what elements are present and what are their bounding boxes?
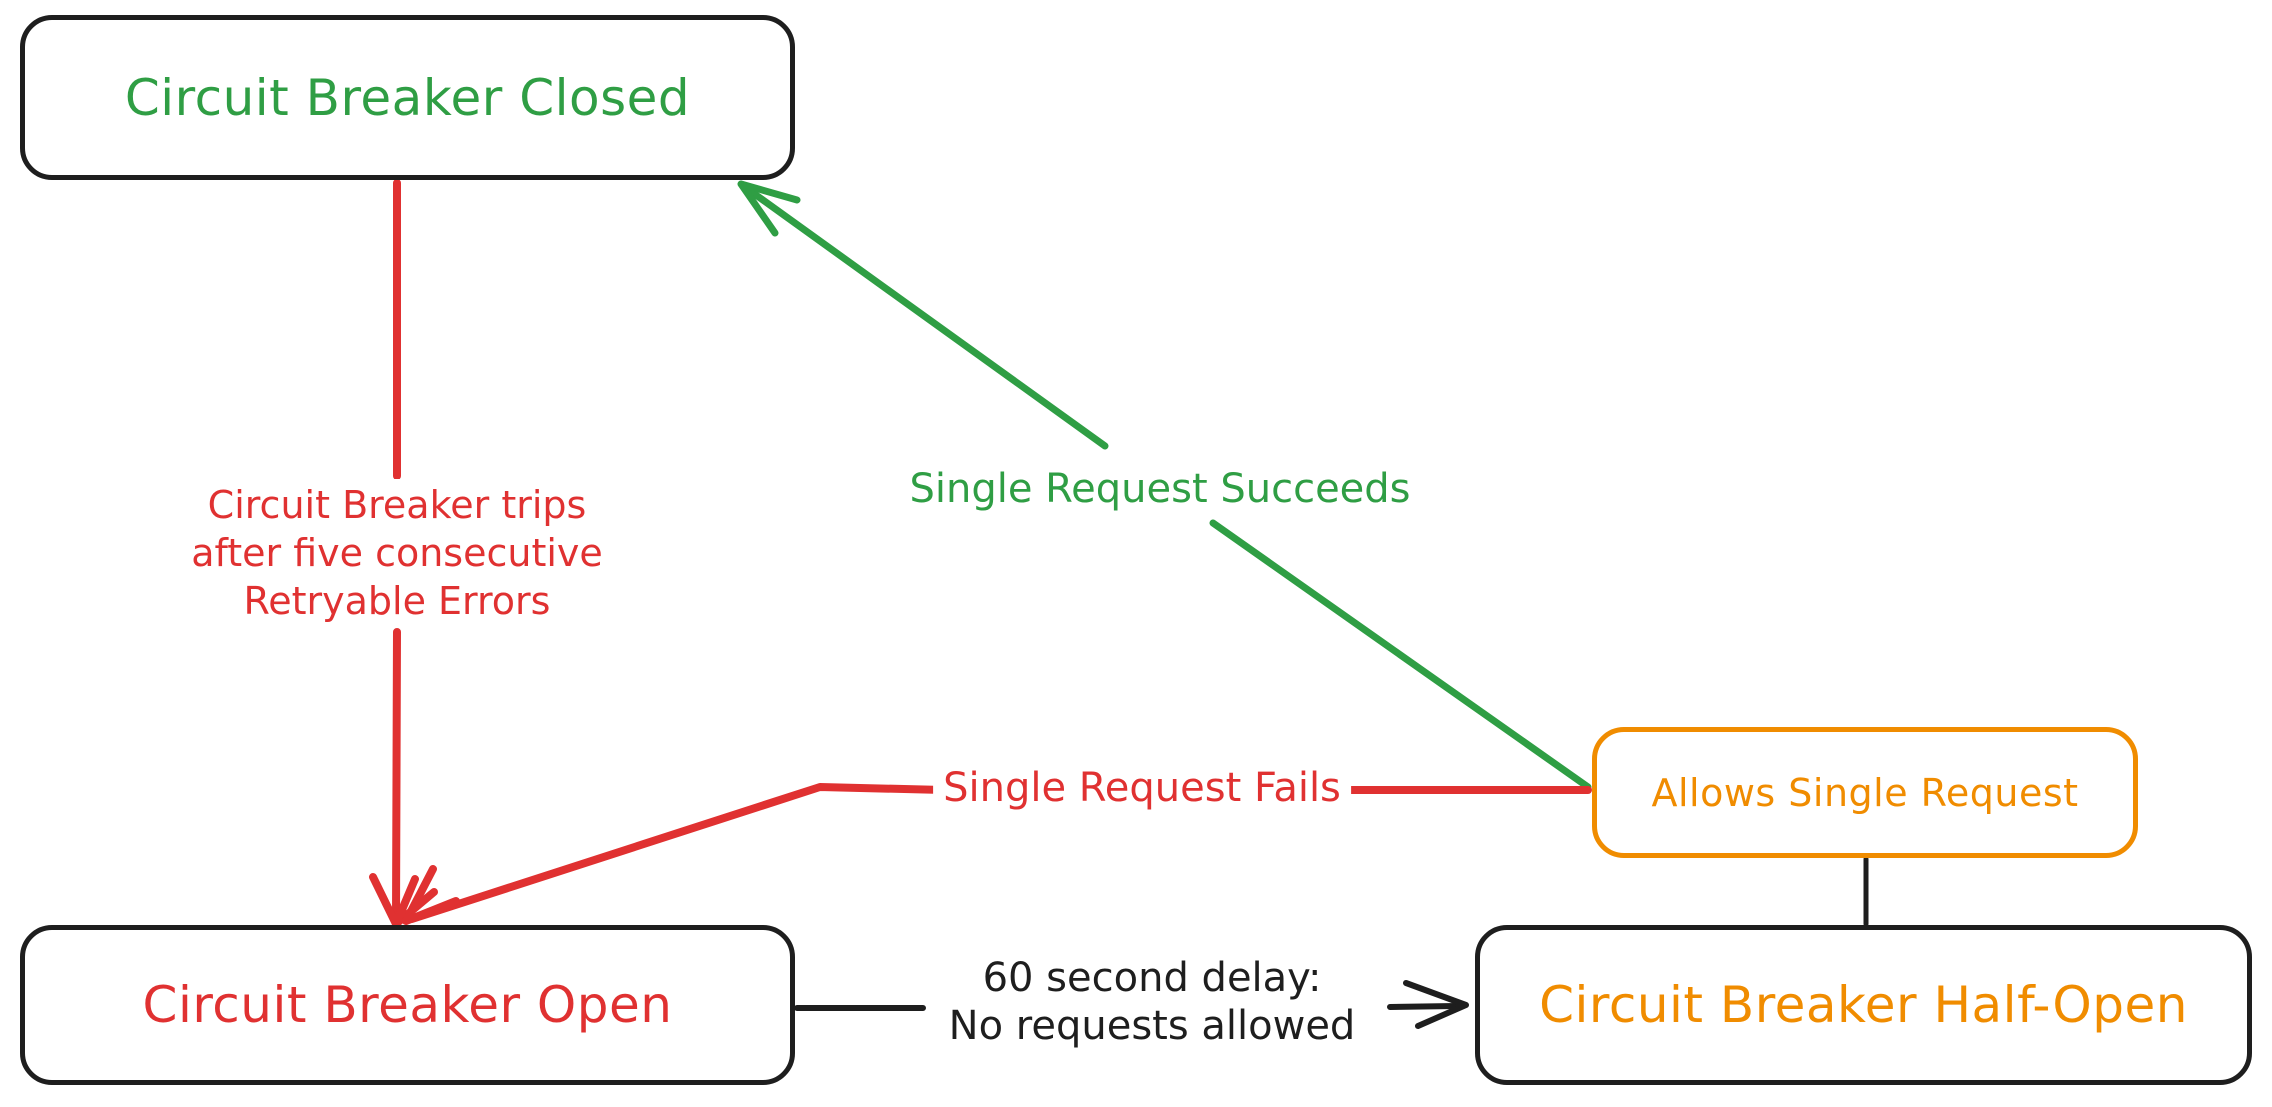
- node-circuit-breaker-closed: Circuit Breaker Closed: [20, 15, 795, 180]
- node-circuit-breaker-open: Circuit Breaker Open: [20, 925, 795, 1085]
- node-open-label: Circuit Breaker Open: [142, 976, 673, 1034]
- edge-succeeds-arrow: [737, 180, 1592, 791]
- edge-label-delay: 60 second delay: No requests allowed: [938, 952, 1366, 1052]
- node-allows-label: Allows Single Request: [1651, 770, 2079, 815]
- edge-fails-arrow: [402, 783, 1592, 925]
- edge-label-trips-line3: Retryable Errors: [243, 579, 551, 623]
- node-circuit-breaker-half-open: Circuit Breaker Half-Open: [1475, 925, 2252, 1085]
- edge-delay-arrow: [794, 980, 1469, 1029]
- node-half-open-label: Circuit Breaker Half-Open: [1539, 976, 2188, 1034]
- node-allows-single-request: Allows Single Request: [1592, 727, 2138, 858]
- edge-label-fails: Single Request Fails: [933, 763, 1351, 813]
- node-closed-label: Circuit Breaker Closed: [124, 68, 691, 127]
- edge-label-trips-line1: Circuit Breaker trips: [207, 483, 587, 527]
- edge-label-delay-line2: No requests allowed: [948, 1003, 1356, 1049]
- edge-label-trips: Circuit Breaker trips after five consecu…: [181, 479, 613, 627]
- edge-label-succeeds: Single Request Succeeds: [899, 464, 1421, 514]
- edge-label-delay-line1: 60 second delay:: [982, 955, 1322, 1001]
- edge-label-trips-line2: after five consecutive: [191, 531, 603, 575]
